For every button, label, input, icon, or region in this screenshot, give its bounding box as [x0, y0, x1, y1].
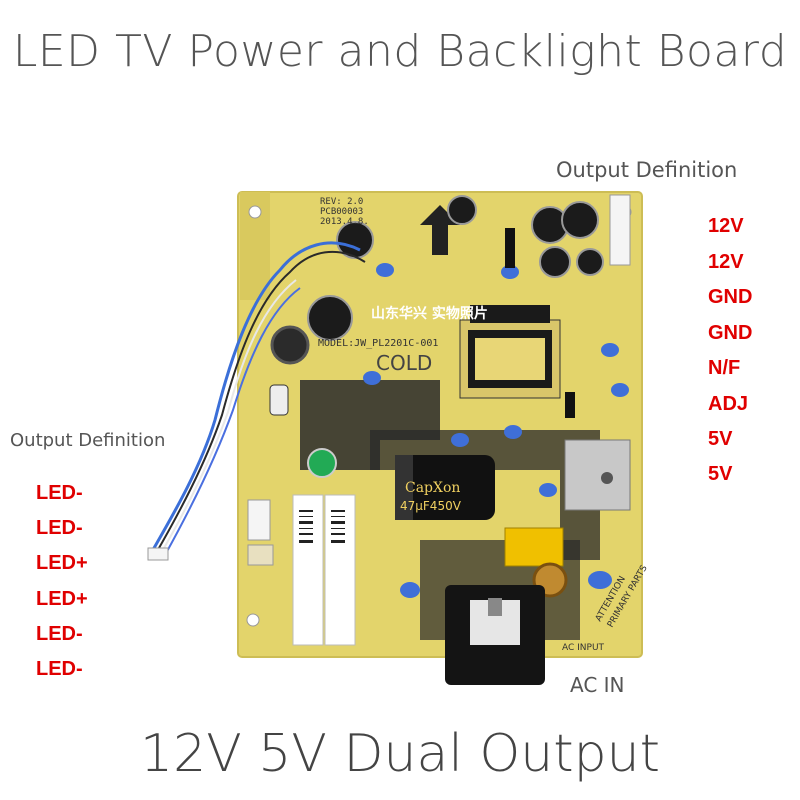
pcb-ac-input-text: AC INPUT [562, 643, 605, 653]
pcb-number-text: PCB00003 [320, 207, 363, 217]
capacitor [447, 195, 477, 225]
barcode-label [292, 494, 324, 646]
x-capacitor [504, 527, 564, 567]
left-pin: LED- [36, 623, 83, 645]
capacitor-value: 47µF450V [400, 499, 462, 513]
right-pin: 5V [708, 428, 733, 450]
barcode-label [324, 494, 356, 646]
output-connector [609, 194, 631, 266]
left-output-definition-label: Output Definition [10, 430, 166, 451]
led-connector [247, 499, 271, 541]
heatsink [564, 439, 631, 511]
pcb-rev-text: REV: 2.0 [320, 197, 363, 207]
right-pin: GND [708, 286, 753, 308]
capacitor [539, 246, 571, 278]
left-pin: LED+ [36, 552, 88, 574]
left-pin: LED+ [36, 588, 88, 610]
right-output-definition-label: Output Definition [556, 158, 738, 182]
right-pin: 5V [708, 463, 733, 485]
subtitle: 12V 5V Dual Output [140, 724, 660, 784]
ac-in-label: AC IN [570, 673, 625, 697]
right-pin: 12V [708, 251, 744, 273]
right-pin: N/F [708, 357, 741, 379]
left-pin: LED- [36, 517, 83, 539]
capacitor-brand: CapXon [405, 480, 460, 496]
capacitor [336, 221, 374, 259]
right-pin: 12V [708, 215, 744, 237]
left-pin: LED- [36, 658, 83, 680]
capacitor [561, 201, 599, 239]
right-pin: ADJ [708, 393, 749, 415]
left-pin: LED- [36, 482, 83, 504]
capacitor [307, 295, 353, 341]
pcb-trace [300, 380, 440, 470]
right-pin: GND [708, 322, 753, 344]
pcb-trace [240, 192, 270, 300]
capxon-capacitor [395, 455, 495, 520]
capacitor [307, 448, 337, 478]
pcb-cold-text: COLD [376, 351, 432, 375]
pcb-date-text: 2013.4.8. [320, 217, 369, 227]
inductor [270, 325, 310, 365]
pcb-watermark-text: 山东华兴 实物照片 [371, 305, 488, 322]
pcb-model-text: MODEL:JW_PL2201C-001 [318, 338, 438, 349]
page-title: LED TV Power and Backlight Board [12, 26, 788, 77]
wire-bundle [148, 241, 361, 556]
capacitor [576, 248, 604, 276]
